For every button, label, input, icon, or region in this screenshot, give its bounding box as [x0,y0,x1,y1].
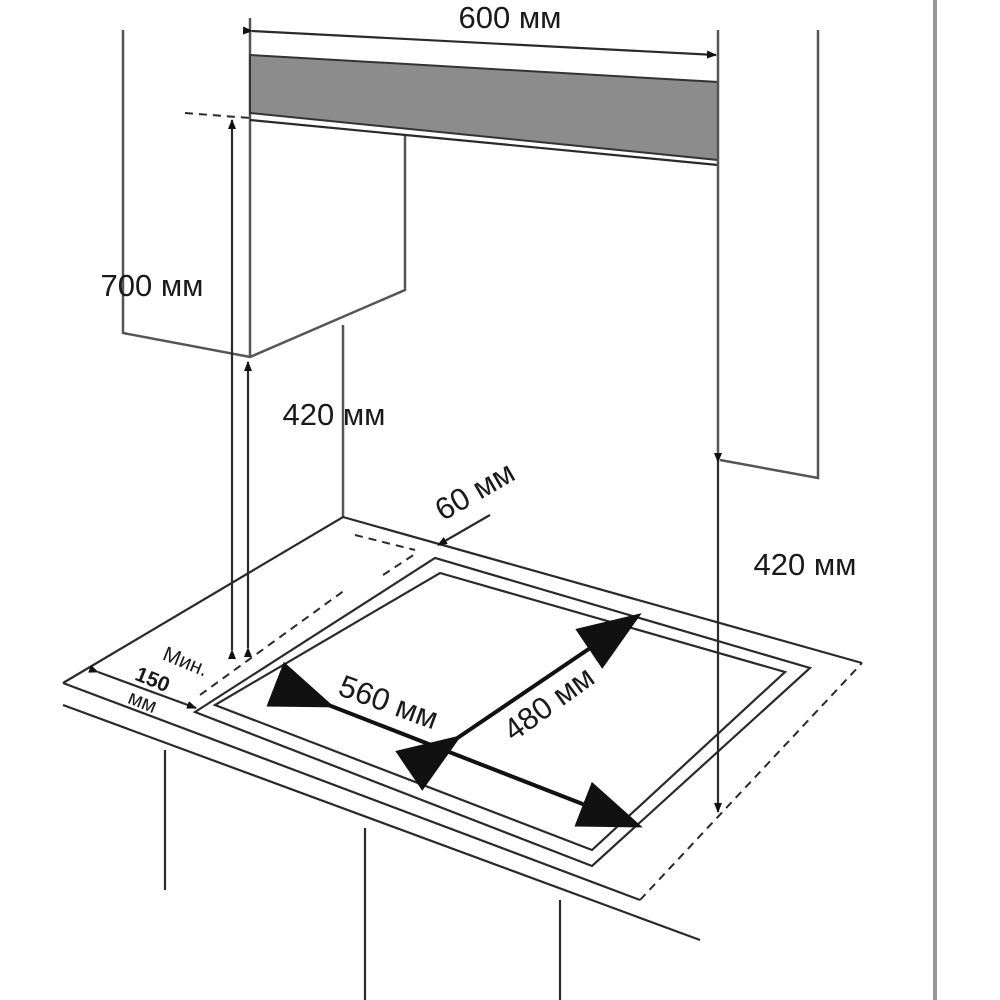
hood-height-label: 700 мм [101,268,204,303]
cutout-depth-label: 480 мм [497,659,601,748]
rear-gap-arrow [437,514,491,546]
hood-bottom-reference-line [184,112,251,119]
hood-width-arrow [242,26,717,59]
hood-width-label: 600 мм [459,0,562,35]
right-clearance-label: 420 мм [754,547,857,582]
cooker-hood [249,30,720,462]
rear-gap-label: 60 мм [429,454,521,527]
side-min-arrow [88,665,197,710]
cutout-width-label: 560 мм [334,668,443,736]
left-clearance-label: 420 мм [283,397,386,432]
right-wall-cabinet [719,30,820,480]
cutout-depth-arrow [395,613,642,791]
